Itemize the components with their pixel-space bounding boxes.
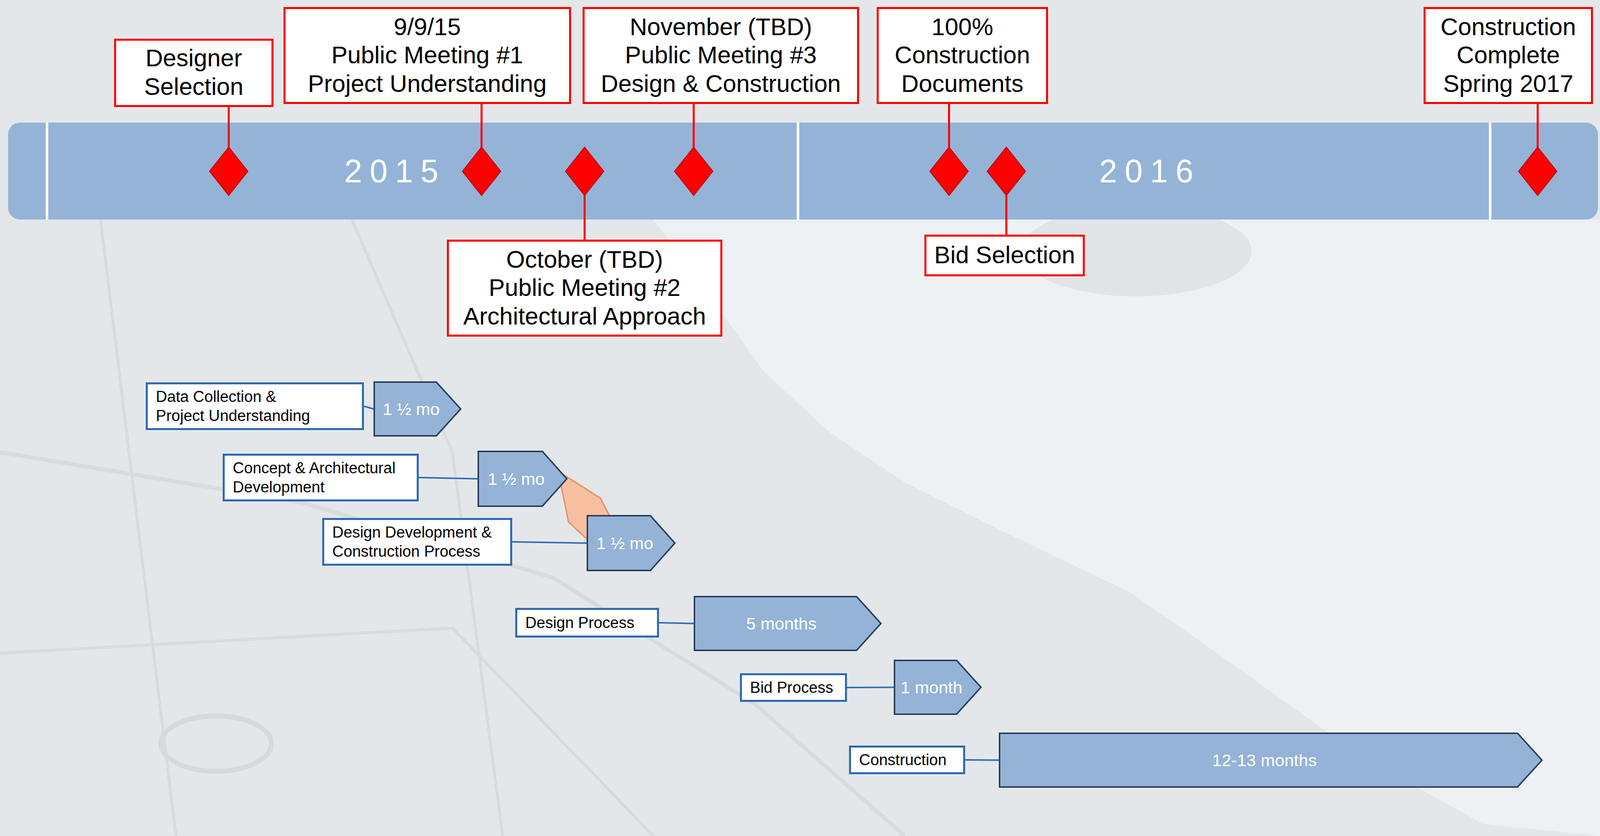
milestone-callout: October (TBD)Public Meeting #2Architectu… [446, 239, 723, 337]
task-name: Design Development & Construction Proces… [332, 523, 503, 562]
task-name: Data Collection & Project Understanding [155, 387, 320, 426]
task-label: Design Process [515, 608, 660, 638]
milestone-diamond [565, 147, 604, 196]
task-label: Construction [849, 745, 966, 775]
task-label: Concept & Architectural Development [222, 453, 419, 502]
band-divider [45, 122, 49, 220]
leader-line [480, 104, 483, 148]
milestone-callout: 9/9/15Public Meeting #1Project Understan… [283, 7, 572, 105]
callout-text: Construction Complete Spring 2017 [1429, 13, 1587, 99]
task-name: Design Process [525, 613, 635, 633]
connector-line [512, 542, 587, 544]
year-label: 2015 [344, 152, 446, 191]
milestone-callout: Construction Complete Spring 2017 [1423, 7, 1593, 105]
duration-arrow: 12-13 months [998, 732, 1543, 789]
duration-arrow: 1 month [893, 660, 982, 716]
arrow-fill [694, 597, 882, 651]
leader-line [692, 104, 695, 148]
arrow-fill [478, 451, 568, 507]
connector-line [418, 478, 478, 480]
callout-text: Designer Selection [120, 44, 268, 102]
milestone-callout: Designer Selection [114, 38, 274, 108]
leader-line [583, 195, 586, 220]
arrow-fill [374, 382, 461, 437]
duration-text: 1 month [900, 677, 963, 699]
callout-text: Design & Construction [588, 69, 854, 99]
milestone-diamond [209, 147, 248, 196]
callout-text: October (TBD) [452, 245, 717, 275]
callout-text: 9/9/15 [289, 13, 566, 42]
timeline-band: 2015 2016 [8, 122, 1598, 220]
arrow-fill [587, 516, 676, 572]
task-label: Bid Process [739, 673, 847, 703]
connector-line [363, 406, 374, 410]
duration-arrow: 1 ½ mo [373, 381, 462, 437]
callout-text: Public Meeting #2 [452, 273, 717, 303]
leader-line [692, 122, 695, 148]
band-divider [1488, 122, 1492, 220]
callout-text: 100% Construction Documents [882, 13, 1043, 99]
band-dividers [45, 122, 1492, 220]
leader-line [948, 122, 951, 148]
duration-text: 12-13 months [1212, 750, 1317, 772]
band-divider [796, 122, 800, 220]
leader-line [1536, 104, 1539, 148]
leader-line [1005, 195, 1008, 235]
milestone-diamonds [209, 147, 1557, 196]
leader-line [480, 122, 483, 148]
task-label: Data Collection & Project Understanding [145, 382, 364, 431]
milestone-diamond [1518, 147, 1557, 196]
duration-text: 1 ½ mo [382, 399, 440, 420]
milestone-diamond [674, 147, 713, 196]
year-label: 2016 [1099, 152, 1201, 191]
map-track [160, 716, 272, 772]
street-line [0, 628, 654, 836]
callout-text: November (TBD) [588, 13, 854, 42]
arrow-fill [894, 661, 982, 715]
task-name: Bid Process [749, 678, 833, 698]
duration-text: 1 ½ mo [487, 468, 545, 490]
leader-line [227, 122, 230, 148]
callout-text: Architectural Approach [452, 302, 717, 332]
callout-text: Project Understanding [289, 69, 566, 99]
duration-text: 5 months [746, 613, 817, 635]
milestone-callout: Bid Selection [924, 234, 1085, 277]
connector-line [659, 623, 694, 625]
street-line [100, 219, 176, 836]
milestone-callout: 100% Construction Documents [876, 7, 1049, 105]
milestone-diamond [987, 147, 1026, 196]
task-name: Concept & Architectural Development [232, 458, 409, 498]
arrow-fill [999, 733, 1543, 788]
duration-text: 1 ½ mo [596, 533, 653, 554]
milestone-diamond [929, 147, 969, 196]
leader-line [948, 104, 951, 148]
duration-arrow: 5 months [693, 596, 882, 652]
task-label: Design Development & Construction Proces… [322, 518, 513, 567]
milestone-diamond [462, 147, 501, 196]
milestone-callout: November (TBD)Public Meeting #3Design & … [582, 7, 860, 105]
connector-line [965, 759, 999, 762]
leader-line [583, 195, 586, 240]
callout-text: Public Meeting #3 [588, 41, 854, 70]
connector-line [846, 687, 894, 690]
leader-line [227, 107, 230, 148]
callout-text: Public Meeting #1 [289, 41, 566, 70]
leader-stubs [228, 122, 1538, 220]
leader-line [1005, 195, 1008, 220]
task-name: Construction [859, 750, 947, 771]
band-art [8, 122, 1598, 220]
leader-line [1536, 122, 1539, 148]
callout-text: Bid Selection [930, 241, 1079, 270]
map-water [653, 219, 1600, 836]
duration-arrow: 1 ½ mo [477, 450, 568, 508]
duration-arrow: 1 ½ mo [586, 515, 676, 572]
